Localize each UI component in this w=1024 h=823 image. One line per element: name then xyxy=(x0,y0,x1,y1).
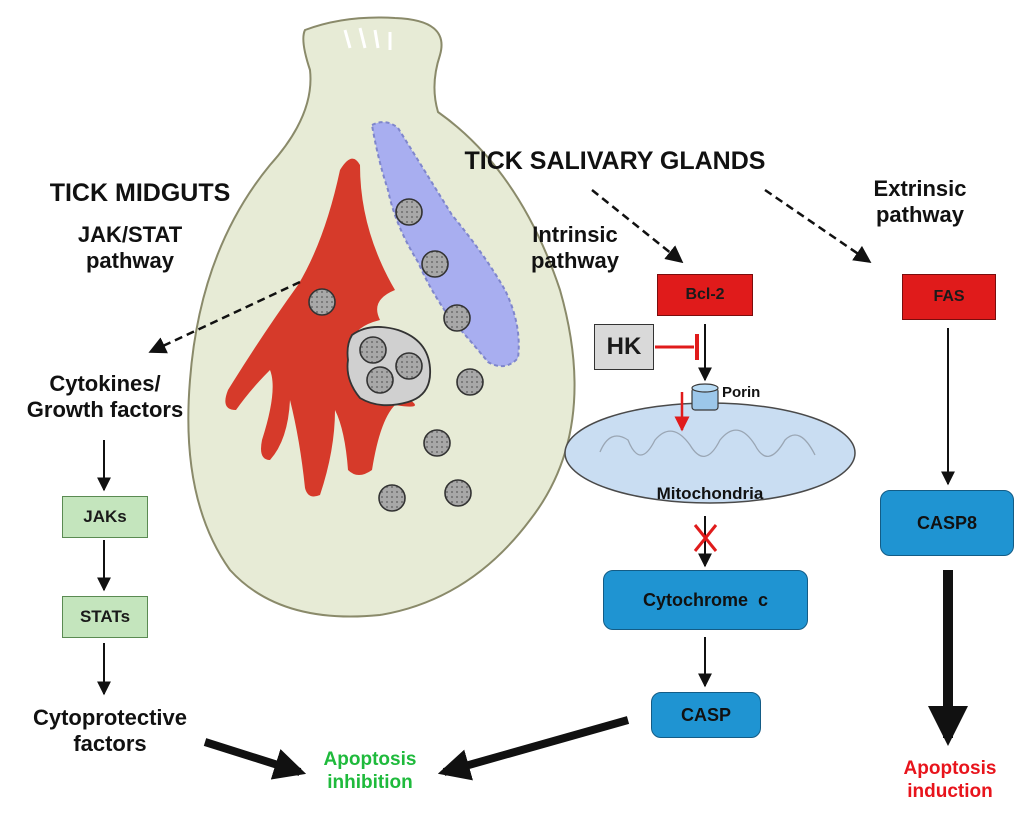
cytochrome-c-box: Cytochrome c xyxy=(603,570,808,630)
arrow-cytoprotective-to-inhibition xyxy=(203,738,307,780)
cytoprotective-line2: factors xyxy=(73,731,147,757)
hk-box: HK xyxy=(594,324,654,370)
pathogen-cell xyxy=(395,198,423,226)
intrinsic-pathway-label: Intrinsic pathway xyxy=(510,222,640,275)
induction-line2: induction xyxy=(907,780,993,802)
pathogen-cell xyxy=(366,366,394,394)
bcl2-box: Bcl-2 xyxy=(657,274,753,316)
extrinsic-line2: pathway xyxy=(875,202,965,228)
mitochondria-cristae xyxy=(599,429,816,457)
pathogen-cell xyxy=(444,479,472,507)
jakstat-line1: JAK/STAT xyxy=(77,222,183,247)
pathogen-cell xyxy=(378,484,406,512)
fas-box: FAS xyxy=(902,274,996,320)
pathogen-cell xyxy=(359,336,387,364)
casp8-box: CASP8 xyxy=(880,490,1014,556)
porin-top xyxy=(691,383,719,393)
intrinsic-line1: Intrinsic xyxy=(532,222,618,247)
pathogen-cell xyxy=(456,368,484,396)
arrow-glands-to-bcl2 xyxy=(591,189,684,264)
cytoprotective-line1: Cytoprotective xyxy=(32,705,188,730)
jakstat-line2: pathway xyxy=(85,248,175,274)
intrinsic-line2: pathway xyxy=(530,248,620,274)
apoptosis-induction-label: Apoptosis induction xyxy=(880,758,1020,804)
pathogen-cell xyxy=(443,304,471,332)
tick-mouthparts xyxy=(343,27,392,50)
midgut-tissue xyxy=(225,158,415,497)
mitochondria-label: Mitochondria xyxy=(656,484,764,503)
pathogen-cells xyxy=(308,198,484,512)
apoptosis-inhibition-label: Apoptosis inhibition xyxy=(300,749,440,795)
midgut-title: TICK MIDGUTS xyxy=(49,179,231,207)
casp-box: CASP xyxy=(651,692,761,738)
jaks-box: JAKs xyxy=(62,496,148,538)
inhibition-line1: Apoptosis xyxy=(323,749,417,770)
salivary-title: TICK SALIVARY GLANDS xyxy=(464,147,766,175)
porin-label: Porin xyxy=(722,384,761,401)
pathogen-cell xyxy=(423,429,451,457)
pathogen-cell xyxy=(308,288,336,316)
arrow-midgut-to-cytokines xyxy=(148,280,301,354)
cytoprotective-label: Cytoprotective factors xyxy=(10,705,210,758)
tick-body xyxy=(187,16,576,618)
blocked-x-icon xyxy=(693,524,718,552)
cytokines-line2: Growth factors xyxy=(26,397,184,423)
pathogen-cell xyxy=(395,352,423,380)
extrinsic-pathway-label: Extrinsic pathway xyxy=(855,176,985,229)
pathogen-cell xyxy=(421,250,449,278)
inhibition-line2: inhibition xyxy=(327,771,413,793)
arrow-glands-to-fas xyxy=(764,188,872,264)
induction-line1: Apoptosis xyxy=(903,758,997,779)
arrow-casp-to-inhibition xyxy=(437,716,630,781)
jakstat-pathway-label: JAK/STAT pathway xyxy=(40,222,220,275)
salivary-gland xyxy=(370,121,520,368)
stats-box: STATs xyxy=(62,596,148,638)
extrinsic-line1: Extrinsic xyxy=(873,176,967,201)
cytokines-label: Cytokines/ Growth factors xyxy=(0,371,210,424)
cytokines-line1: Cytokines/ xyxy=(49,371,161,396)
